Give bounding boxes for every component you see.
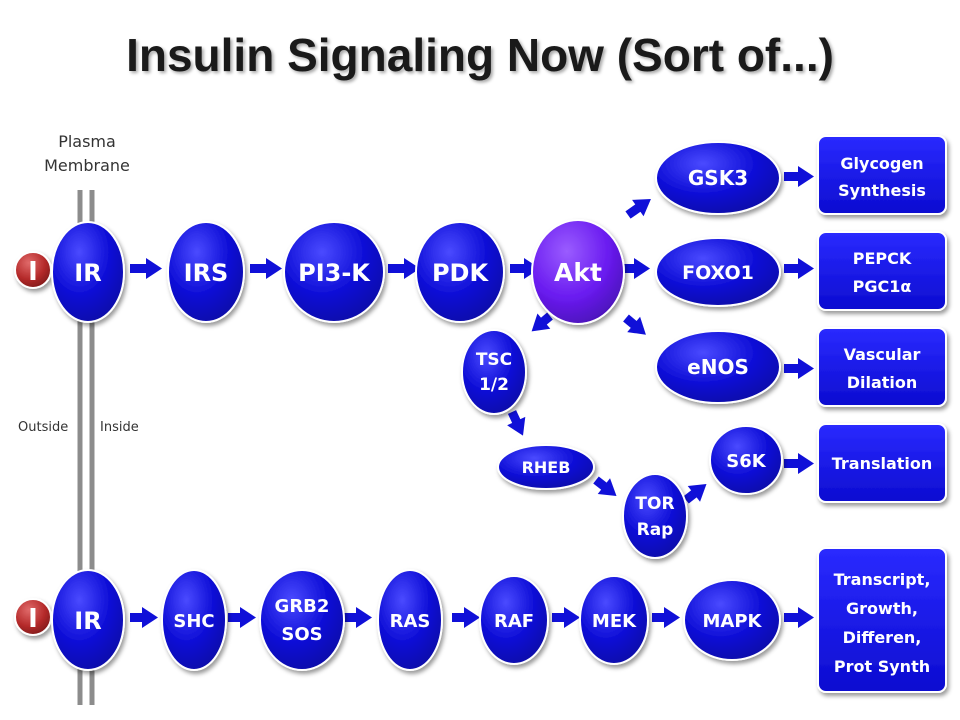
outcome-vascular-dilation: Vascular Dilation (817, 327, 947, 407)
node-akt: Akt (531, 219, 625, 325)
outcome-transcript-line1: Transcript, (834, 570, 931, 589)
node-raf: RAF (479, 575, 549, 665)
arrow-gsk3-glycogen (784, 166, 814, 187)
node-akt-label: Akt (554, 258, 602, 287)
arrow-raf-mek (552, 607, 580, 628)
insulin-top-label: I (28, 257, 38, 287)
node-foxo1: FOXO1 (655, 237, 781, 307)
arrow-grb2-ras (344, 607, 372, 628)
outcome-glycogen-line1: Glycogen (840, 154, 923, 173)
node-pdk-label: PDK (432, 259, 490, 287)
node-irs: IRS (167, 221, 245, 323)
membrane-label: Plasma Membrane (22, 130, 152, 178)
arrow-s6k-translation (784, 453, 814, 474)
arrow-pi3k-pdk (388, 258, 420, 279)
outcome-transcript-line2: Growth, (846, 599, 918, 618)
node-s6k: S6K (709, 425, 783, 495)
node-grb2-label-line1: GRB2 (275, 596, 330, 617)
node-tsc-label-line2: 1/2 (479, 375, 509, 395)
outside-label: Outside (18, 420, 69, 435)
arrow-akt-enos (623, 314, 646, 335)
node-ras-label: RAS (390, 611, 431, 632)
arrow-tor-s6k (683, 483, 707, 504)
node-gsk3: GSK3 (655, 141, 781, 215)
node-pi3k-label: PI3-K (298, 259, 371, 287)
node-grb2-sos: GRB2 SOS (259, 569, 345, 671)
node-ir-top: IR (51, 221, 125, 323)
node-mek: MEK (579, 575, 649, 665)
node-tor-label-line2: Rap (637, 520, 674, 540)
node-tsc-label-line1: TSC (476, 350, 512, 370)
arrow-akt-tsc (531, 312, 553, 332)
insulin-bottom-label: I (28, 604, 38, 634)
node-rheb: RHEB (497, 444, 595, 490)
node-pdk: PDK (415, 221, 505, 323)
arrow-ir-irs (130, 258, 162, 279)
membrane-label-line1: Plasma (58, 132, 116, 151)
node-ir-bottom: IR (51, 569, 125, 671)
arrow-irs-pi3k (250, 258, 282, 279)
node-ras: RAS (377, 569, 443, 671)
node-ir-bottom-label: IR (74, 607, 101, 635)
outcome-transcript-line3: Differen, (843, 628, 922, 647)
insulin-bottom: I (14, 598, 52, 636)
arrow-mek-mapk (652, 607, 680, 628)
node-shc-label: SHC (173, 611, 214, 632)
node-mek-label: MEK (592, 611, 637, 632)
arrow-shc-grb2 (228, 607, 256, 628)
insulin-top: I (14, 251, 52, 289)
node-rheb-label: RHEB (522, 458, 571, 477)
node-enos-label: eNOS (687, 355, 749, 379)
node-raf-label: RAF (494, 611, 534, 632)
outcome-translation: Translation (817, 423, 947, 503)
node-gsk3-label: GSK3 (688, 166, 748, 190)
outcome-transcript-line4: Prot Synth (834, 657, 930, 676)
arrow-mapk-transcript (784, 607, 814, 628)
node-ir-top-label: IR (74, 259, 101, 287)
outcome-vascular-line2: Dilation (847, 373, 918, 392)
node-foxo1-label: FOXO1 (682, 262, 754, 284)
arrow-akt-gsk3 (625, 198, 651, 219)
arrows (130, 166, 814, 628)
node-tor-rap: TOR Rap (622, 473, 688, 559)
node-mapk-label: MAPK (703, 611, 763, 632)
outcome-transcript-growth: Transcript, Growth, Differen, Prot Synth (817, 547, 947, 693)
outcome-pepck-line1: PEPCK (853, 249, 912, 268)
membrane-label-line2: Membrane (44, 156, 130, 175)
outcome-vascular-line1: Vascular (844, 345, 921, 364)
node-shc: SHC (161, 569, 227, 671)
node-irs-label: IRS (184, 259, 229, 287)
outcome-glycogen-synthesis: Glycogen Synthesis (817, 135, 947, 215)
arrow-ras-raf (452, 607, 480, 628)
arrow-foxo1-pepck (784, 258, 814, 279)
node-tor-label-line1: TOR (635, 494, 674, 514)
arrow-enos-vascular (784, 358, 814, 379)
node-tsc: TSC 1/2 (461, 329, 527, 415)
node-mapk: MAPK (683, 579, 781, 661)
node-enos: eNOS (655, 330, 781, 404)
node-pi3k: PI3-K (283, 221, 385, 323)
inside-label: Inside (100, 420, 139, 435)
node-s6k-label: S6K (726, 451, 766, 472)
outcome-glycogen-line2: Synthesis (838, 181, 926, 200)
outcome-pepck-line2: PGC1α (853, 277, 912, 296)
arrow-rheb-tor (593, 476, 617, 497)
outcome-translation-label: Translation (832, 454, 933, 473)
node-grb2-label-line2: SOS (281, 624, 322, 645)
page-title: Insulin Signaling Now (Sort of...) (126, 29, 834, 81)
arrow-tsc-rheb (507, 410, 526, 436)
arrow-ir-shc (130, 607, 158, 628)
arrow-akt-foxo1 (622, 258, 650, 279)
outcome-pepck-pgc1a: PEPCK PGC1α (817, 231, 947, 311)
